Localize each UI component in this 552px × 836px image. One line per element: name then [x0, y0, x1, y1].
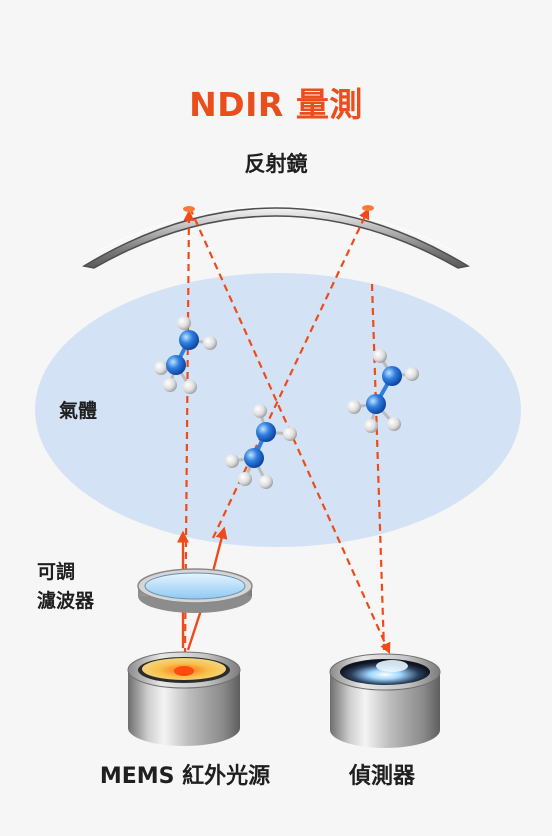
mirror [81, 205, 471, 269]
mirror-label: 反射鏡 [244, 152, 308, 176]
diagram-title: NDIR 量測 [189, 85, 363, 124]
gas-molecule [347, 349, 419, 433]
tunable-filter [137, 568, 253, 613]
gas-label: 氣體 [59, 400, 98, 422]
filter-label-line1: 可調 [37, 561, 76, 583]
filter-label-line2: 濾波器 [37, 590, 95, 612]
gas-molecule [154, 316, 217, 394]
detector-label: 偵測器 [348, 764, 415, 789]
gas-cloud [35, 273, 521, 547]
beam-filter-to-mirror [212, 208, 370, 539]
source-label: MEMS 紅外光源 [99, 764, 271, 789]
beam-mirror-down [370, 283, 386, 651]
gas-molecule [225, 404, 297, 489]
mems-ir-source [127, 651, 241, 746]
mirror-glints [183, 205, 374, 212]
filter-label: 可調 濾波器 [37, 558, 94, 616]
detector-device [329, 653, 441, 748]
